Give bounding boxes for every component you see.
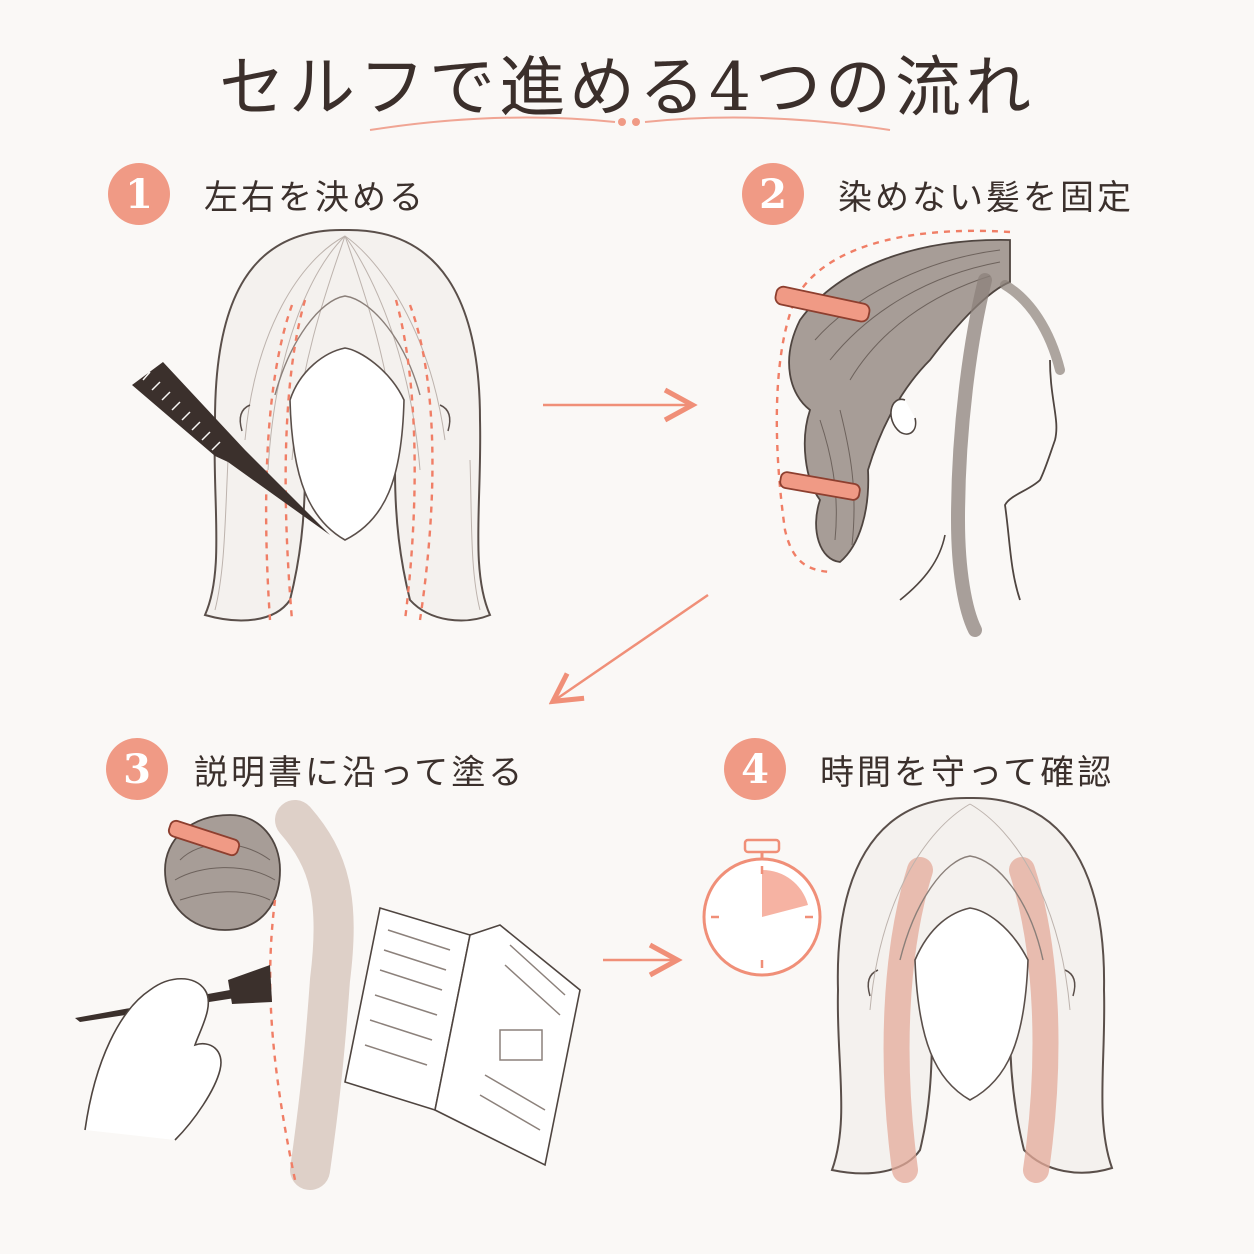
hair-clip-icon	[774, 285, 871, 501]
step-2-header: 2 染めない髪を固定	[742, 163, 1134, 225]
title-ornament	[369, 116, 891, 131]
step-1-header: 1 左右を決める	[108, 163, 426, 225]
arrow-step2-to-step3	[555, 593, 709, 700]
step-3-label: 説明書に沿って塗る	[194, 752, 526, 793]
step-3-number: 3	[106, 738, 168, 800]
step-4-header: 4 時間を守って確認	[724, 738, 1114, 800]
step-4-number: 4	[724, 738, 786, 800]
page-title: セルフで進める4つの流れ	[219, 49, 1035, 126]
step-1-number: 1	[108, 163, 170, 225]
timer-icon	[702, 838, 822, 977]
step-1-label: 左右を決める	[204, 177, 426, 218]
step-3-header: 3 説明書に沿って塗る	[106, 738, 525, 800]
step-2-label: 染めない髪を固定	[838, 177, 1134, 218]
step-1-illustration	[132, 228, 492, 622]
step-4-illustration	[830, 796, 1114, 1183]
step-3-illustration	[75, 800, 581, 1190]
step-4-label: 時間を守って確認	[820, 752, 1115, 793]
instruction-booklet-icon	[344, 906, 581, 1167]
step-2-number: 2	[742, 163, 804, 225]
comb-icon	[132, 362, 330, 535]
step-2-illustration	[774, 229, 1065, 637]
